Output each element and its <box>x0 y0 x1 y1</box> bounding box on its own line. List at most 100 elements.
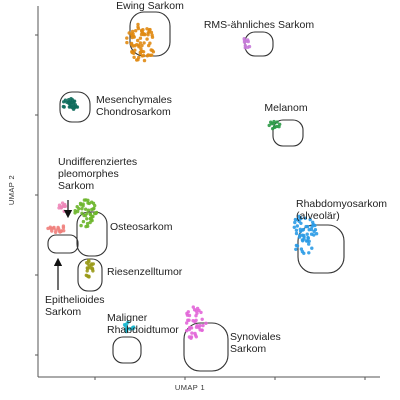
point-ewing <box>142 58 147 63</box>
point-mesenchymal_chondro <box>70 98 75 102</box>
point-ewing <box>137 55 141 60</box>
point-osteosarkom <box>86 201 90 205</box>
point-rhabdomyo_alv <box>302 251 306 255</box>
point-ewing <box>136 38 140 43</box>
point-rhabdomyo_alv <box>307 242 311 246</box>
point-mesenchymal_chondro <box>67 105 72 109</box>
point-osteosarkom <box>80 211 84 215</box>
point-synovial <box>200 317 204 321</box>
point-riesenzell <box>91 269 95 273</box>
point-rhabdomyo_alv <box>309 232 314 236</box>
point-synovial <box>193 331 197 336</box>
point-melanom <box>272 121 276 126</box>
point-synovial <box>195 306 200 311</box>
point-ewing <box>136 26 141 31</box>
point-osteosarkom <box>80 207 84 211</box>
point-epithelioid <box>54 228 58 232</box>
label-ewing: Ewing Sarkom <box>116 0 184 12</box>
point-ewing <box>130 29 135 34</box>
point-ewing <box>141 50 146 54</box>
point-riesenzell <box>85 266 90 270</box>
point-ewing <box>150 35 155 39</box>
x-axis-label: UMAP 1 <box>175 383 205 392</box>
point-ewing <box>150 48 154 53</box>
point-epithelioid <box>61 224 66 228</box>
point-rhabdomyo_alv <box>306 236 310 240</box>
point-riesenzell <box>87 259 91 264</box>
enclosure-riesenzell <box>77 258 103 292</box>
point-ewing <box>138 41 143 45</box>
point-ewing <box>129 41 134 46</box>
point-ewing <box>125 36 129 40</box>
point-mesenchymal_chondro <box>67 98 71 102</box>
point-synovial <box>189 336 193 340</box>
y-axis-ticks <box>35 34 38 356</box>
point-rhabdomyo_alv <box>312 229 316 234</box>
point-ewing <box>130 50 134 55</box>
point-ewing <box>149 30 154 35</box>
point-rms_like <box>242 38 247 43</box>
point-rhabdomyo_alv <box>302 237 306 241</box>
point-osteosarkom <box>92 206 96 211</box>
point-rhabdoid <box>124 329 129 334</box>
point-synovial <box>186 318 190 322</box>
point-rhabdomyo_alv <box>307 251 311 255</box>
point-rhabdomyo_alv <box>311 220 315 224</box>
point-epithelioid <box>57 229 61 233</box>
point-osteosarkom <box>91 201 96 205</box>
point-ewing <box>137 45 141 49</box>
point-rhabdomyo_alv <box>314 232 319 236</box>
point-rms_like <box>243 43 247 48</box>
point-osteosarkom <box>76 209 80 214</box>
point-riesenzell <box>87 274 91 278</box>
point-rhabdomyo_alv <box>293 217 298 222</box>
point-osteosarkom <box>88 212 93 217</box>
point-rhabdomyo_alv <box>305 239 310 243</box>
point-mesenchymal_chondro <box>72 106 77 110</box>
point-ewing <box>136 22 140 27</box>
point-epithelioid <box>49 227 53 231</box>
point-rhabdomyo_alv <box>294 231 299 236</box>
point-osteosarkom <box>79 223 83 228</box>
point-osteosarkom <box>88 220 92 225</box>
point-synovial <box>194 325 199 329</box>
point-rhabdomyo_alv <box>310 246 314 250</box>
point-rhabdomyo_alv <box>293 220 297 225</box>
point-rhabdomyo_alv <box>292 225 296 229</box>
point-osteosarkom <box>93 211 97 216</box>
point-rhabdomyo_alv <box>302 233 306 238</box>
enclosure-rms_like <box>244 31 274 57</box>
point-ewing <box>148 41 152 45</box>
enclosure-epithelioid <box>47 234 79 254</box>
point-ewing <box>141 32 146 37</box>
point-rhabdomyo_alv <box>309 227 314 232</box>
point-rhabdomyo_alv <box>295 224 299 228</box>
point-melanom <box>269 120 273 124</box>
enclosure-rhabdomyo_alv <box>297 224 345 274</box>
point-rhabdomyo_alv <box>298 227 302 231</box>
point-ewing <box>150 53 154 57</box>
point-ewing <box>140 43 144 48</box>
enclosure-osteosarkom <box>76 211 108 257</box>
data-points <box>46 22 319 340</box>
point-osteosarkom <box>73 211 77 215</box>
enclosure-rhabdoid <box>112 336 142 364</box>
label-rms_like: RMS-ähnliches Sarkom <box>204 19 315 31</box>
point-rhabdomyo_alv <box>294 228 299 232</box>
enclosure-mesenchymal_chondro <box>59 91 91 123</box>
point-synovial <box>192 308 197 312</box>
point-epithelioid <box>56 225 60 230</box>
point-mesenchymal_chondro <box>75 105 80 109</box>
point-synovial <box>191 305 195 309</box>
annotation-arrows <box>53 200 73 290</box>
point-mesenchymal_chondro <box>68 102 73 107</box>
point-ewing <box>134 29 138 33</box>
point-undiff_pleomorph <box>62 209 66 213</box>
point-rhabdomyo_alv <box>294 247 298 251</box>
point-osteosarkom <box>83 213 88 218</box>
point-rms_like <box>247 44 252 49</box>
point-melanom <box>275 120 279 124</box>
point-ewing <box>125 40 129 45</box>
